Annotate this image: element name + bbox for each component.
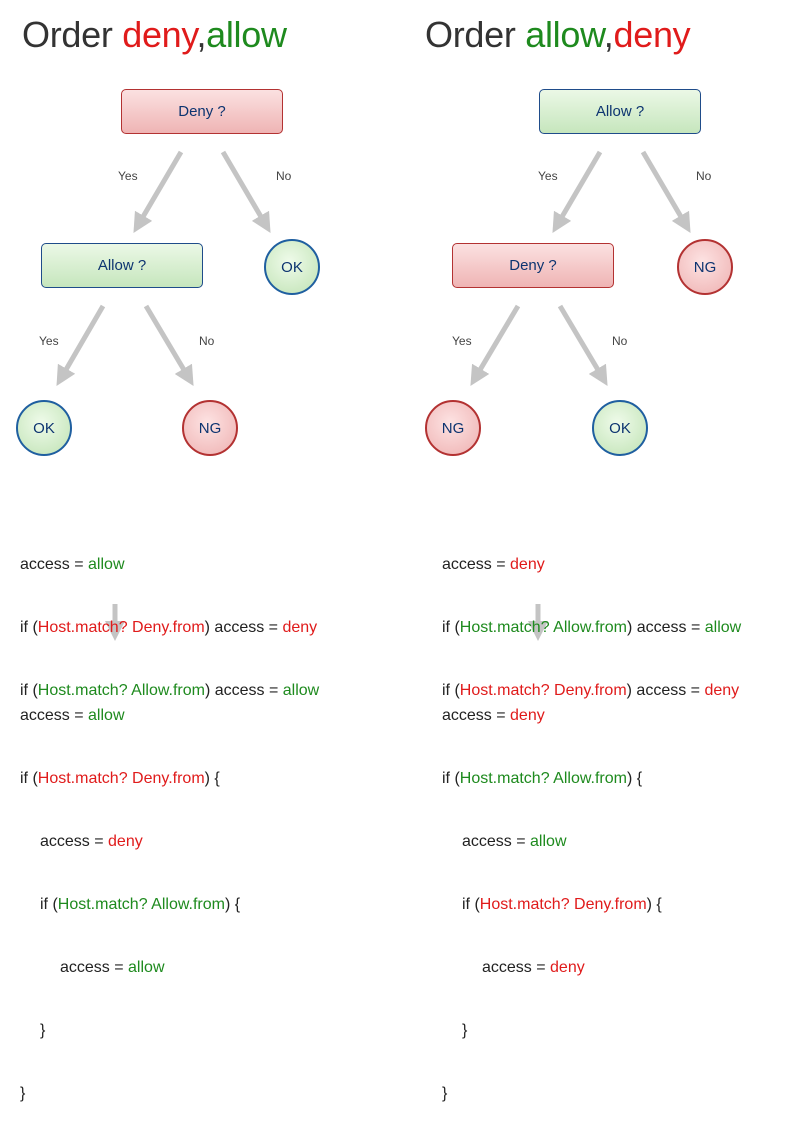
right-label-yes-2: Yes [452, 334, 472, 348]
right-arrow-mid-no [557, 304, 608, 387]
code-line: } [40, 1022, 46, 1039]
code-line: access = deny [442, 707, 545, 724]
code-line: access = allow [60, 959, 165, 976]
right-arrow-mid-yes [470, 304, 521, 387]
code-line: } [442, 1085, 448, 1102]
left-ok-result-top: OK [264, 239, 320, 295]
right-arrow-root-no [640, 150, 691, 234]
code-line: if (Host.match? Deny.from) { [20, 770, 220, 787]
left-label-no-2: No [199, 334, 215, 348]
code-line: if (Host.match? Allow.from) access = all… [442, 619, 742, 636]
right-label-yes-1: Yes [538, 169, 558, 183]
left-title: Order deny,allow [22, 14, 287, 55]
right-code-nested: access = deny if (Host.match? Allow.from… [442, 663, 662, 1125]
right-arrow-root-yes [552, 150, 603, 234]
left-label-no-1: No [276, 169, 292, 183]
code-line: access = deny [442, 556, 545, 573]
right-title-first: allow [525, 14, 604, 55]
code-line: if (Host.match? Deny.from) access = deny [20, 619, 318, 636]
code-line: if (Host.match? Deny.from) { [462, 896, 662, 913]
left-title-first: deny [122, 14, 197, 55]
right-label-no-2: No [612, 334, 628, 348]
code-line: access = deny [482, 959, 585, 976]
code-line: access = allow [462, 833, 567, 850]
left-allow-decision: Allow ? [41, 243, 203, 288]
flow-arrows [56, 150, 691, 642]
code-line: access = allow [20, 556, 125, 573]
left-title-second: allow [206, 14, 287, 55]
left-arrow-root-no [220, 150, 271, 234]
right-ok-result-bottom: OK [592, 400, 648, 456]
code-line: } [20, 1085, 26, 1102]
left-arrow-mid-yes [56, 304, 106, 387]
left-deny-decision: Deny ? [121, 89, 283, 134]
right-allow-decision: Allow ? [539, 89, 701, 134]
code-line: if (Host.match? Allow.from) { [442, 770, 643, 787]
left-ok-result-bottom: OK [16, 400, 72, 456]
right-title-second: deny [613, 14, 691, 55]
left-arrow-root-yes [133, 150, 184, 234]
right-deny-decision: Deny ? [452, 243, 614, 288]
left-label-yes-2: Yes [39, 334, 59, 348]
right-code-flat: access = deny if (Host.match? Allow.from… [442, 512, 741, 722]
right-label-no-1: No [696, 169, 712, 183]
left-code-flat: access = allow if (Host.match? Deny.from… [20, 512, 319, 722]
left-ng-result-bottom: NG [182, 400, 238, 456]
code-line: access = deny [40, 833, 143, 850]
left-label-yes-1: Yes [118, 169, 138, 183]
left-code-nested: access = allow if (Host.match? Deny.from… [20, 663, 240, 1125]
code-line: access = allow [20, 707, 125, 724]
left-arrow-mid-no [143, 304, 194, 387]
code-line: if (Host.match? Allow.from) { [40, 896, 241, 913]
code-line: if (Host.match? Deny.from) access = deny [442, 682, 740, 699]
code-line: } [462, 1022, 468, 1039]
code-line: if (Host.match? Allow.from) access = all… [20, 682, 320, 699]
right-ng-result-top: NG [677, 239, 733, 295]
right-ng-result-bottom: NG [425, 400, 481, 456]
right-title: Order allow,deny [425, 14, 691, 55]
